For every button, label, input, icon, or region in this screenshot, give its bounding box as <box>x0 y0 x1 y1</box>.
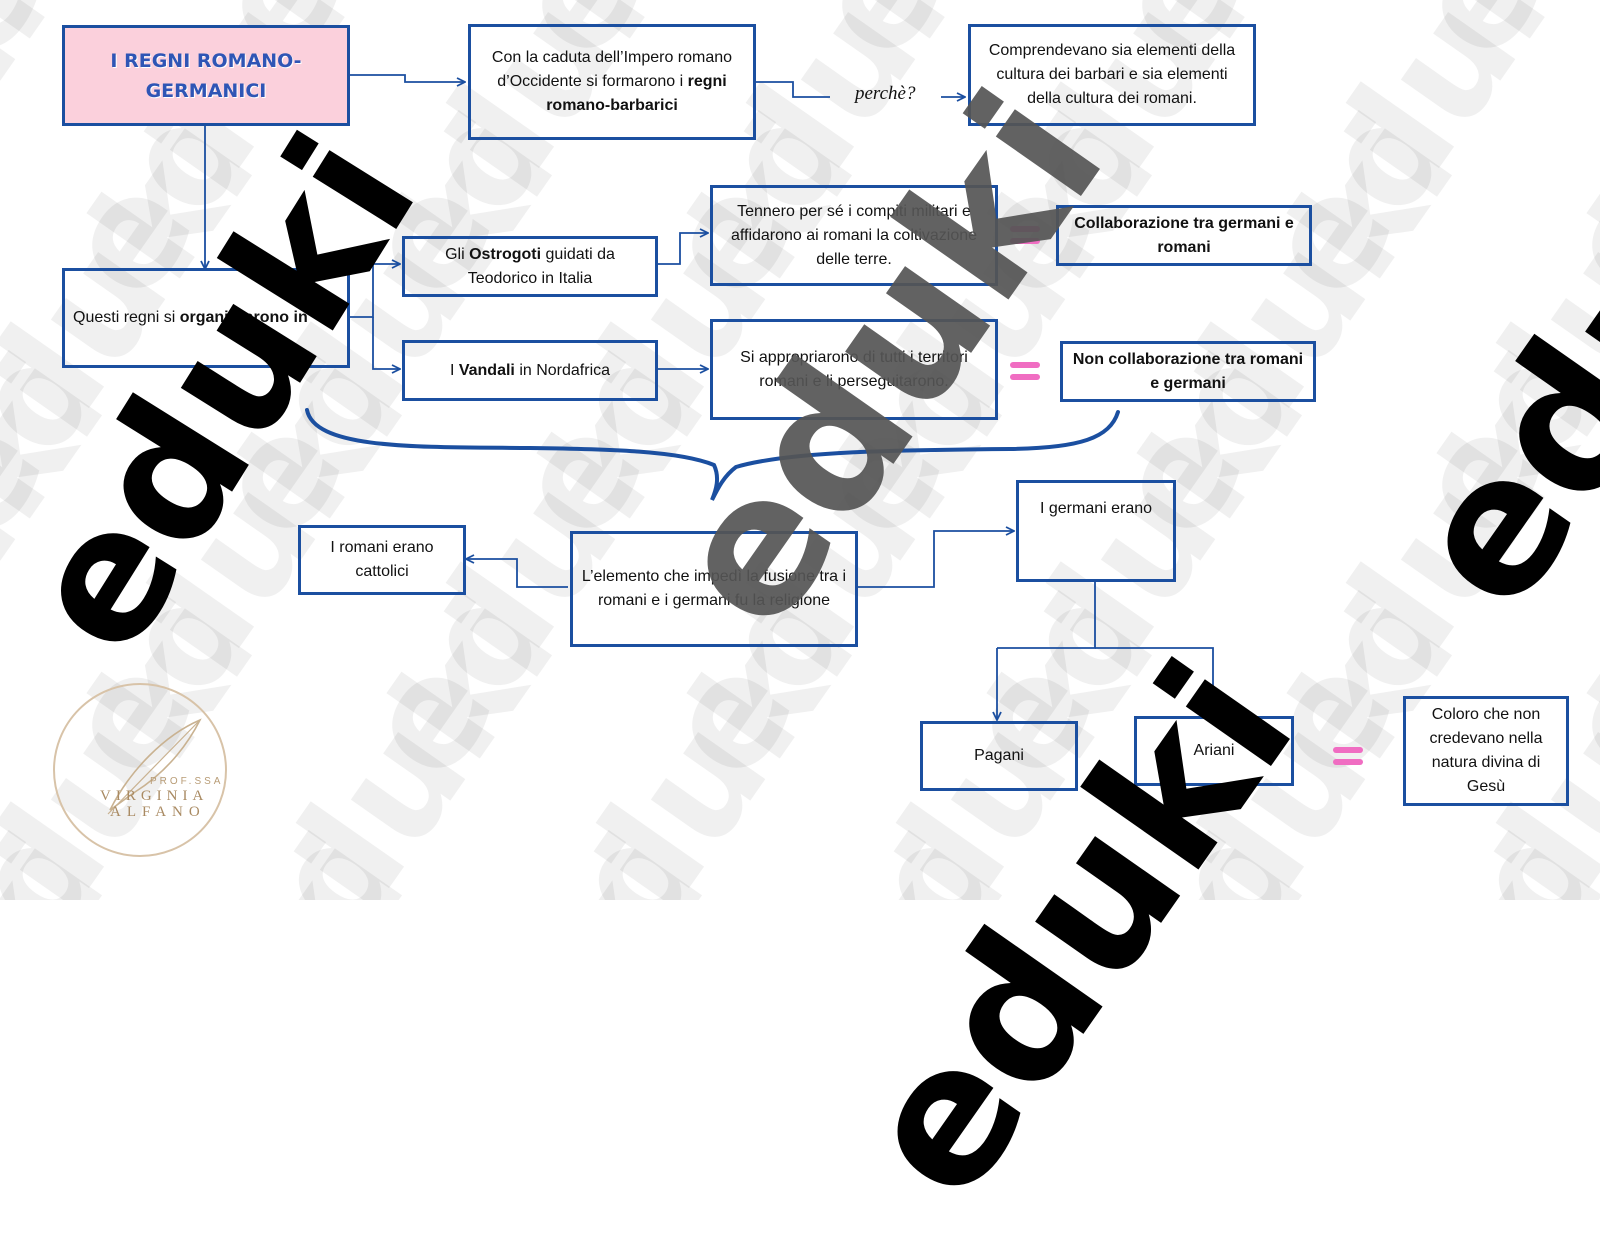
germani-box: I germani erano <box>1016 480 1176 582</box>
line-germani-split <box>997 581 1096 649</box>
composition-text: Comprendevano sia elementi della cultura… <box>988 42 1236 107</box>
logo-top-text: PROF.SSA <box>150 776 223 787</box>
vandali-before: I <box>449 361 459 379</box>
brace <box>305 408 1120 501</box>
title-line1: I REGNI ROMANO- <box>110 49 302 72</box>
organization-text: Questi regni si <box>73 309 180 326</box>
arrow-title-formation <box>348 74 464 82</box>
vandali-bold: Vandali <box>458 361 515 379</box>
logo-name1-text: VIRGINIA <box>100 788 208 804</box>
title-line2: GERMANICI <box>145 79 267 102</box>
vandali-action-text: Si appropriarono di tutti i territori ro… <box>740 348 968 390</box>
formation-text: Con la caduta dell’Impero romano d’Occid… <box>491 49 733 90</box>
ostrogoti-action-text: Tennero per sé i compiti militari e affi… <box>730 202 978 268</box>
germani-text: I germani erano <box>1039 500 1153 517</box>
arrow-org-vandali <box>372 317 399 369</box>
collab-text: Collaborazione tra germani e romani <box>1074 214 1294 256</box>
line-formation-question <box>754 81 830 98</box>
connector-layer <box>0 74 1600 900</box>
collab-box: Collaborazione tra germani e romani <box>1056 205 1312 266</box>
arrow-org-ostrogoti <box>348 264 399 318</box>
ariani-box: Ariani <box>1134 716 1294 786</box>
composition-box: Comprendevano sia elementi della cultura… <box>968 24 1256 126</box>
equals-sign-ariani <box>1333 747 1363 765</box>
arrow-religion-germani <box>855 531 1013 588</box>
ostrogoti-action-box: Tennero per sé i compiti militari e affi… <box>710 185 998 286</box>
ostrogoti-before: Gli <box>445 245 470 263</box>
equals-sign-collab <box>1010 226 1040 244</box>
religion-box: L’elemento che impedì la fusione tra i r… <box>570 531 858 647</box>
ostrogoti-bold: Ostrogoti <box>469 245 542 263</box>
logo-name2-text: ALFANO <box>110 804 206 820</box>
formation-box: Con la caduta dell’Impero romano d’Occid… <box>468 24 756 140</box>
ostrogoti-box: Gli Ostrogoti guidati da Teodorico in It… <box>402 236 658 297</box>
title-box: I REGNI ROMANO- GERMANICI <box>62 25 350 126</box>
non-collab-text: Non collaborazione tra romani e germani <box>1072 350 1304 392</box>
ariani-def-box: Coloro che non credevano nella natura di… <box>1403 696 1569 806</box>
ariani-def-text: Coloro che non credevano nella natura di… <box>1429 706 1543 795</box>
ostrogoti-after: guidati da Teodorico in Italia <box>467 245 615 287</box>
vandali-action-box: Si appropriarono di tutti i territori ro… <box>710 319 998 420</box>
equals-sign-noncollab <box>1010 362 1040 380</box>
pagani-text: Pagani <box>974 747 1024 764</box>
romani-box: I romani erano cattolici <box>298 525 466 595</box>
organization-box: Questi regni si organizzarono in <box>62 268 350 368</box>
question-label: perchè? <box>855 83 916 104</box>
ariani-text: Ariani <box>1193 742 1235 759</box>
vandali-after: in Nordafrica <box>514 361 611 379</box>
arrow-split-ariani <box>1095 647 1213 714</box>
romani-text: I romani erano cattolici <box>330 539 434 580</box>
arrow-ostrogoti-action <box>656 233 707 265</box>
pagani-box: Pagani <box>920 721 1078 791</box>
formation-bold: regni romano-barbarici <box>546 73 727 114</box>
arrow-religion-romani <box>467 559 568 588</box>
religion-text: L’elemento che impedì la fusione tra i r… <box>581 568 847 609</box>
organization-bold: organizzarono in <box>179 309 308 326</box>
author-logo: PROF.SSA VIRGINIA ALFANO <box>53 683 227 857</box>
vandali-box: I Vandali in Nordafrica <box>402 340 658 401</box>
non-collab-box: Non collaborazione tra romani e germani <box>1060 341 1316 402</box>
